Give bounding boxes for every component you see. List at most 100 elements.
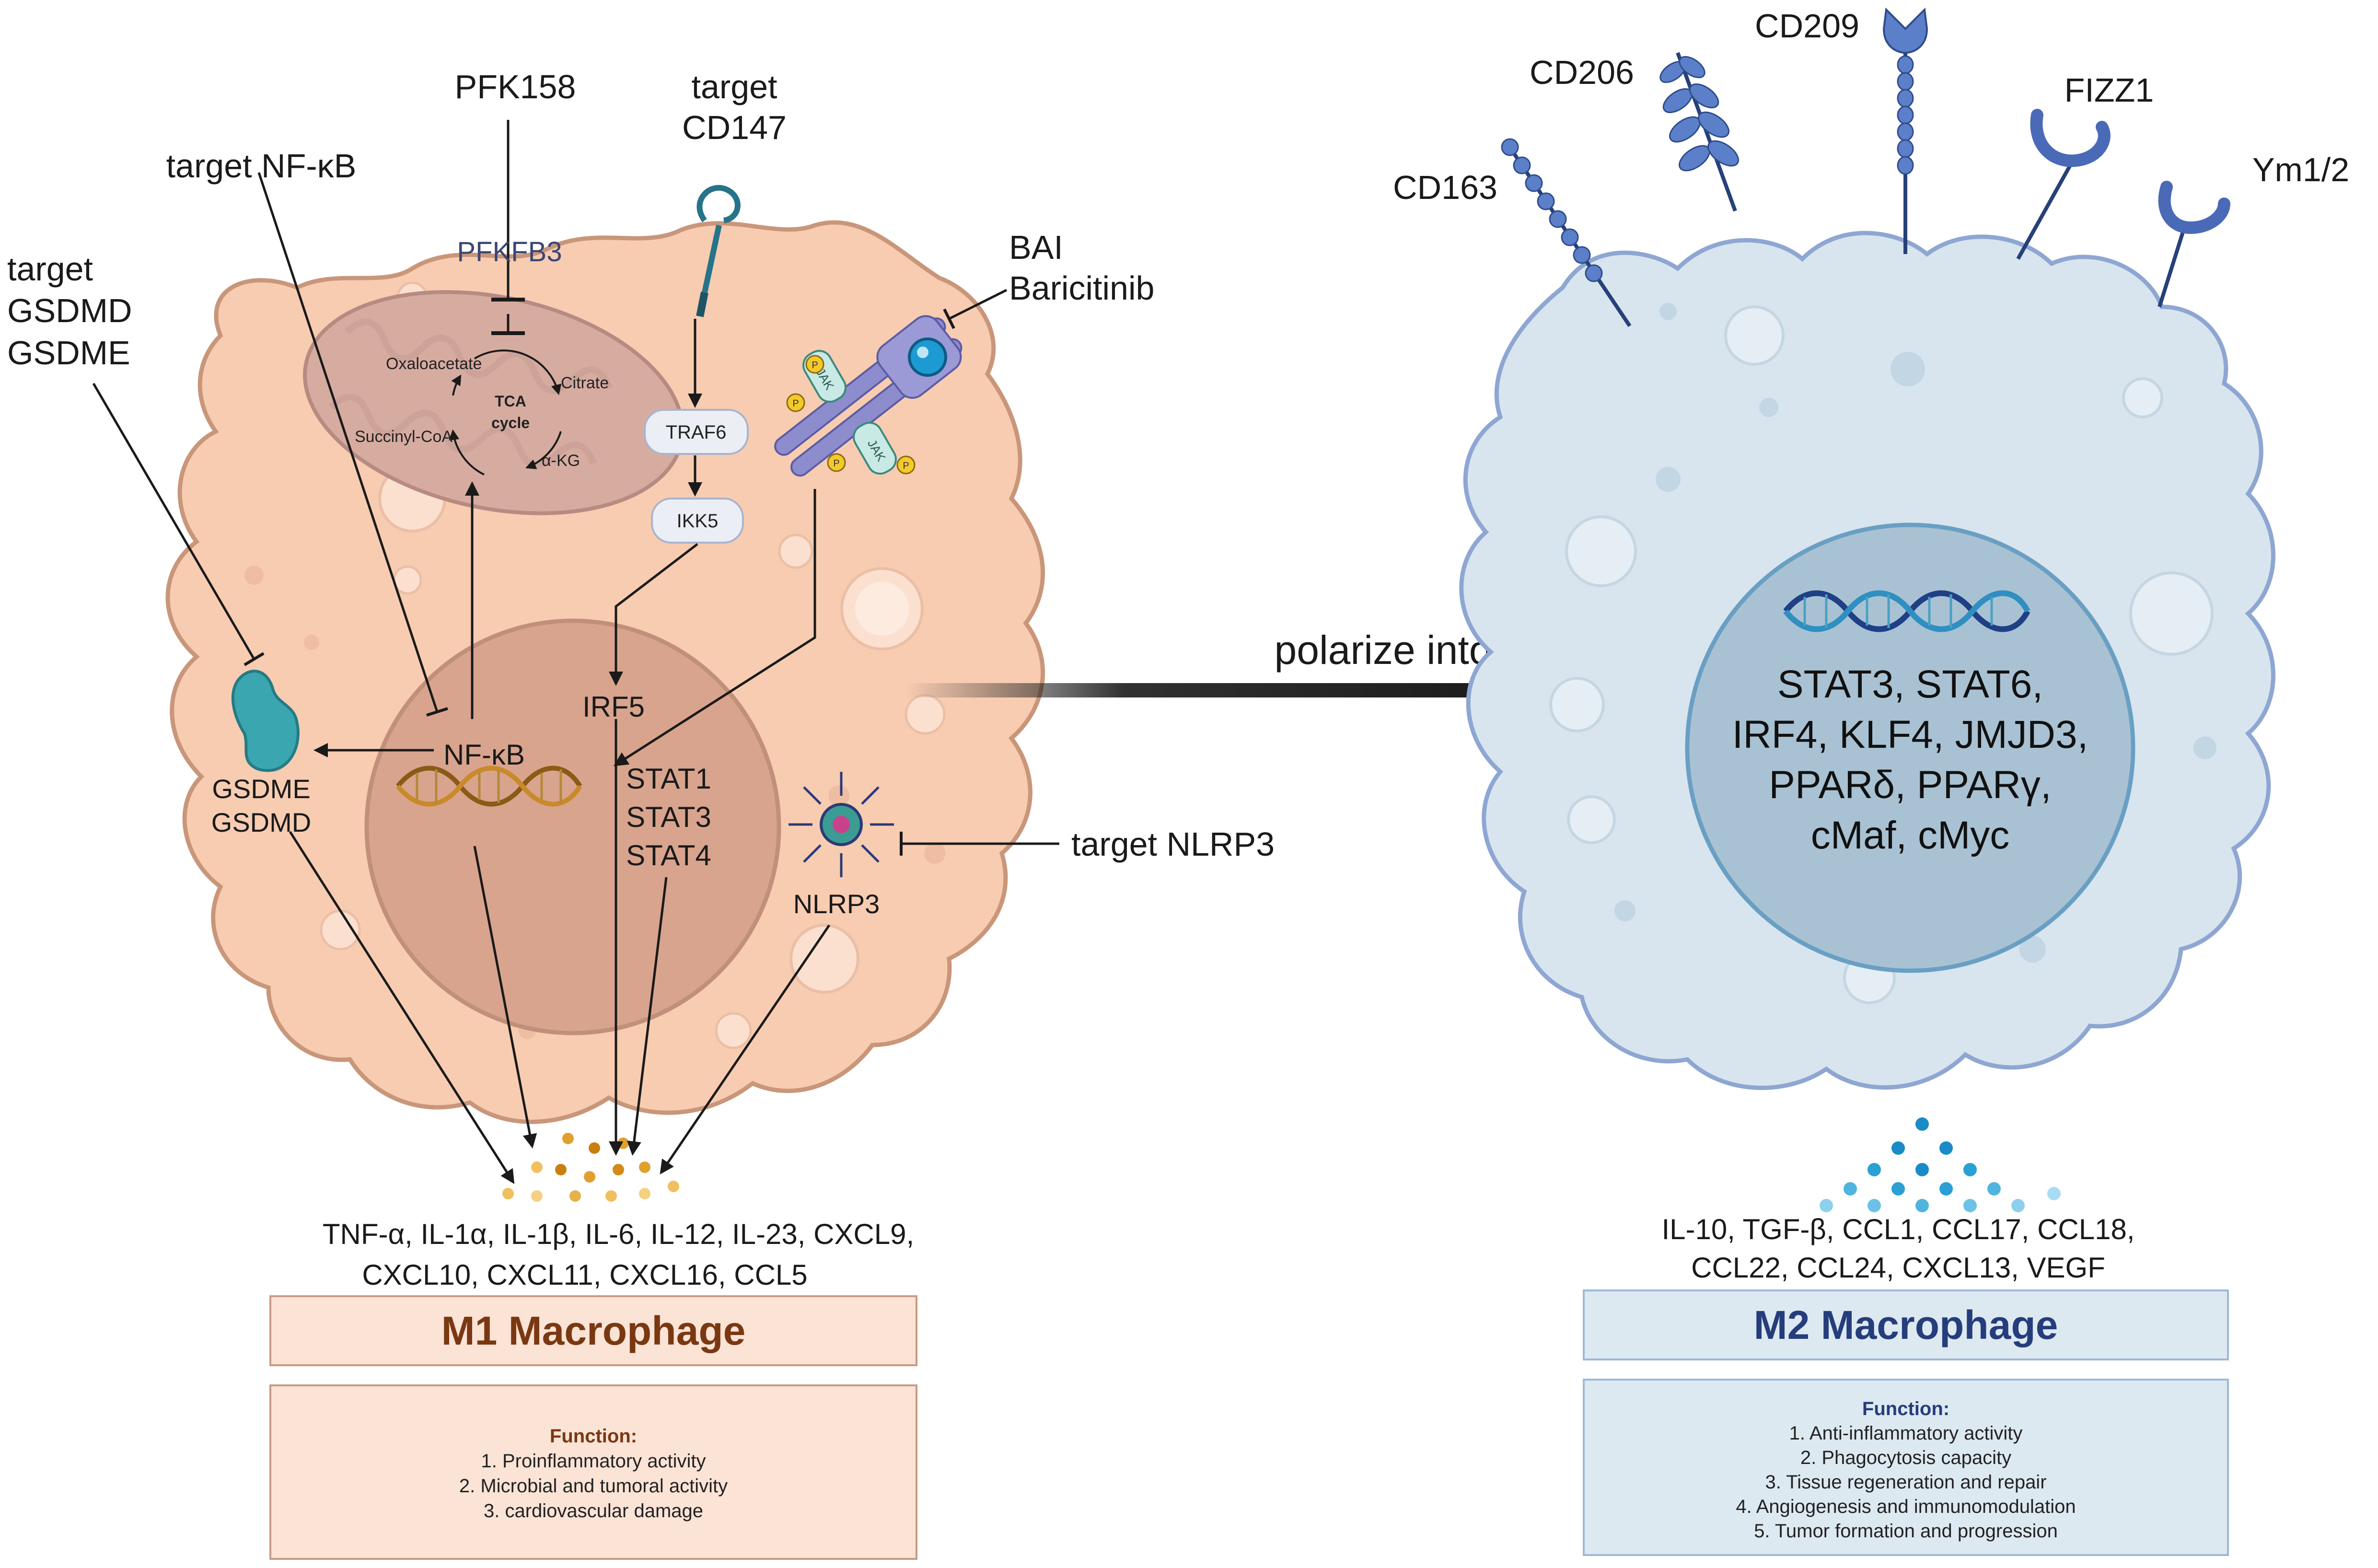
cd209-label: CD209 [1755,7,1859,45]
cd206-receptor-icon [1659,52,1739,212]
vesicle [789,924,859,994]
ym12-label: Ym1/2 [2252,151,2349,188]
ikk5-node: IKK5 [651,498,744,544]
m1-macrophage-title: M1 Macrophage [269,1295,917,1366]
stat3-label: STAT3 [626,801,711,833]
m2-nucleus [1685,523,2135,973]
fizz1-receptor-icon [2016,109,2111,260]
gsdmd-label: GSDMD [211,807,311,837]
nfkb-label: NF-κB [443,739,525,771]
cd147-receptor-icon [696,185,741,317]
traf6-label: TRAF6 [666,422,727,443]
m1-function-heading: Function: [549,1426,638,1447]
vesicle-dot [828,785,849,806]
m2-function-item: 2. Phagocytosis capacity [1800,1447,2012,1468]
m2-tf-line3: PPARδ, PPARγ, [1769,763,2051,807]
vesicle-dot [1656,467,1681,492]
m2-dna-icon [1783,590,2030,632]
nlrp3-inflammasome-icon [789,772,894,877]
bai-label: BAI [1009,229,1063,266]
target-gsdm-label-line2: GSDMD [7,292,132,329]
tca-akg: α-KG [542,452,580,470]
target-cd147-label-line2: CD147 [682,109,787,146]
m2-macrophage-title: M2 Macrophage [1583,1289,2229,1360]
vesicle [715,1012,752,1049]
gsdm-pore-icon [231,670,300,772]
m2-tf-line2: IRF4, KLF4, JMJD3, [1732,713,2088,756]
m2-cytokines-line2: CCL22, CCL24, CXCL13, VEGF [1691,1252,2105,1284]
ikk5-label: IKK5 [677,511,719,532]
nlrp3-label: NLRP3 [793,889,880,919]
phospho-label: P [833,458,839,469]
cd209-receptor-icon [1882,7,1928,254]
m1-cytokine-dots [502,1133,679,1202]
tca-center-line2: cycle [491,414,530,431]
m1-function-item: 2. Microbial and tumoral activity [459,1475,728,1497]
nfkb-dna-icon [396,766,582,807]
jak-receptor-icon: JAK JAK P P P P [774,315,963,477]
m2-tf-line4: cMaf, cMyc [1811,813,2010,857]
vesicle-core [855,582,909,636]
target-cd147-label-line1: target [692,68,777,105]
m1-pathway-lines [92,120,1059,1185]
m1-cytokines-line2: CXCL10, CXCL11, CXCL16, CCL5 [362,1259,807,1291]
vesicle [778,534,813,569]
m1-function-item: 1. Proinflammatory activity [481,1451,706,1472]
target-nfkb-label: target NF-κB [166,147,357,185]
vesicle-dot [304,635,319,650]
m2-function-item: 4. Angiogenesis and immunomodulation [1736,1496,2076,1517]
baricitinib-label: Baricitinib [1009,269,1154,307]
tca-center-line1: TCA [495,393,526,410]
m2-function-item: 3. Tissue regeneration and repair [1765,1472,2047,1493]
tca-cycle: Oxaloacetate Citrate Succinyl-CoA α-KG T… [355,349,609,476]
vesicle [2122,377,2163,418]
fizz1-label: FIZZ1 [2065,71,2154,109]
vesicle-dot [1659,303,1677,320]
vesicle-dot [2193,736,2216,759]
m1-function-box: Function: 1. Proinflammatory activity 2.… [269,1384,917,1560]
phospho-label: P [812,360,818,371]
m1-cytokines-line1: TNF-α, IL-1α, IL-1β, IL-6, IL-12, IL-23,… [323,1218,914,1250]
m1-nucleus [364,618,781,1035]
m2-function-box: Function: 1. Anti-inflammatory activity … [1583,1379,2229,1556]
vesicle-dot [1891,352,1925,386]
m2-function-item: 1. Anti-inflammatory activity [1789,1423,2023,1444]
vesicle [905,694,946,735]
stat1-label: STAT1 [626,763,711,795]
pfkfb3-label: PFKFB3 [457,236,562,267]
target-nlrp3-label: target NLRP3 [1071,825,1275,863]
traf6-node: TRAF6 [644,409,749,455]
vesicle [1549,677,1605,732]
vesicle-dot [244,566,264,585]
vesicle [2129,571,2214,656]
tca-oxaloacetate: Oxaloacetate [386,355,482,373]
vesicle-dot [1614,900,1636,921]
tca-succinyl-coa: Succinyl-CoA [355,428,452,446]
cd163-label: CD163 [1393,169,1497,206]
vesicle-dot [924,843,945,864]
vesicle-dot [1759,398,1778,417]
irf5-label: IRF5 [582,691,645,723]
pfk158-label: PFK158 [455,68,576,105]
m2-function-heading: Function: [1862,1398,1950,1419]
vesicle [393,565,422,595]
stat4-label: STAT4 [626,839,711,871]
gsdme-label: GSDME [212,774,310,804]
ym12-receptor-icon [2158,181,2230,308]
m1-function-item: 3. cardiovascular damage [483,1500,704,1522]
m2-tf-line1: STAT3, STAT6, [1777,662,2043,706]
vesicle [1724,305,1785,366]
vesicle [1565,515,1637,587]
vesicle [1567,795,1616,844]
phospho-label: P [903,461,909,471]
m2-cytokine-dots [1820,1117,2061,1212]
target-gsdm-label-line3: GSDME [7,334,130,372]
vesicle-dot [2019,936,2046,963]
phospho-label: P [792,398,799,409]
target-gsdm-label-line1: target [7,250,93,288]
m2-cytokines-line1: IL-10, TGF-β, CCL1, CCL17, CCL18, [1661,1213,2134,1245]
cd163-receptor-icon [1501,138,1632,327]
tca-citrate: Citrate [561,374,609,392]
m2-function-item: 5. Tumor formation and progression [1754,1521,2058,1542]
cd206-label: CD206 [1530,54,1634,91]
